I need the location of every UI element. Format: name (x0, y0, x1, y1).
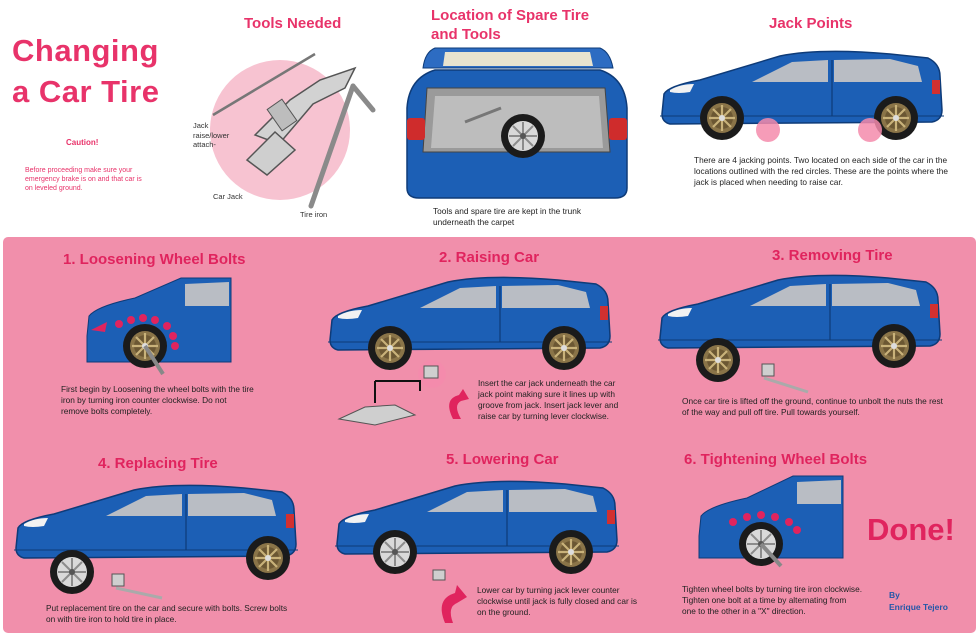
page-title: Changing a Car Tire (12, 30, 159, 112)
step-1-illustration (86, 277, 232, 376)
trunk-illustration (406, 47, 628, 199)
page-title-line2: a Car Tire (12, 74, 160, 109)
credit-by: By (889, 590, 900, 600)
credit-author: Enrique Tejero (889, 602, 948, 612)
step-5-title: 5. Lowering Car (446, 451, 559, 468)
step-2-text: Insert the car jack underneath the car j… (478, 378, 619, 421)
caution-text: Before proceeding make sure your emergen… (25, 167, 142, 192)
car-jack-label: Car Jack (213, 192, 243, 201)
car-jack-icon (212, 52, 357, 176)
step-6-title: 6. Tightening Wheel Bolts (684, 451, 868, 468)
tire-iron-icon (308, 83, 376, 209)
credit: By Enrique Tejero (889, 589, 948, 613)
jack-attach-label: Jack raise/lower attach- (193, 121, 230, 149)
caution-heading: Caution! (66, 138, 99, 147)
tools-heading: Tools Needed (244, 15, 342, 32)
step-6-text: Tighten wheel bolts by turning tire iron… (682, 584, 863, 616)
step-4-illustration (13, 484, 299, 600)
step-3-text: Once car tire is lifted off the ground, … (682, 396, 943, 417)
tire-iron-label: Tire iron (300, 210, 328, 219)
jack-point-marker (858, 118, 882, 142)
tools-illustration (210, 52, 376, 209)
location-heading: Location of Spare Tire and Tools (431, 7, 590, 43)
step-6-illustration (698, 475, 844, 568)
step-4-title: 4. Replacing Tire (98, 455, 218, 472)
done-label: Done! (867, 512, 955, 547)
step-2-illustration (327, 276, 613, 388)
step-1-title: 1. Loosening Wheel Bolts (63, 251, 246, 268)
step-3-title: 3. Removing Tire (772, 247, 893, 264)
jack-point-marker (756, 118, 780, 142)
step-5-text: Lower car by turning jack lever counter … (477, 585, 638, 617)
step-5-illustration (334, 480, 620, 581)
step-1-text: First begin by Loosening the wheel bolts… (61, 384, 254, 416)
step-2-jack-detail (337, 380, 469, 426)
step-3-illustration (657, 274, 943, 394)
jack-points-heading: Jack Points (769, 15, 853, 32)
jack-points-car (659, 50, 945, 142)
step-2-title: 2. Raising Car (439, 249, 540, 266)
location-text: Tools and spare tire are kept in the tru… (433, 206, 582, 227)
lowering-arrow-icon (441, 585, 467, 623)
jack-points-text: There are 4 jacking points. Two located … (694, 155, 948, 187)
page-title-line1: Changing (12, 33, 159, 68)
step-4-text: Put replacement tire on the car and secu… (46, 603, 288, 624)
